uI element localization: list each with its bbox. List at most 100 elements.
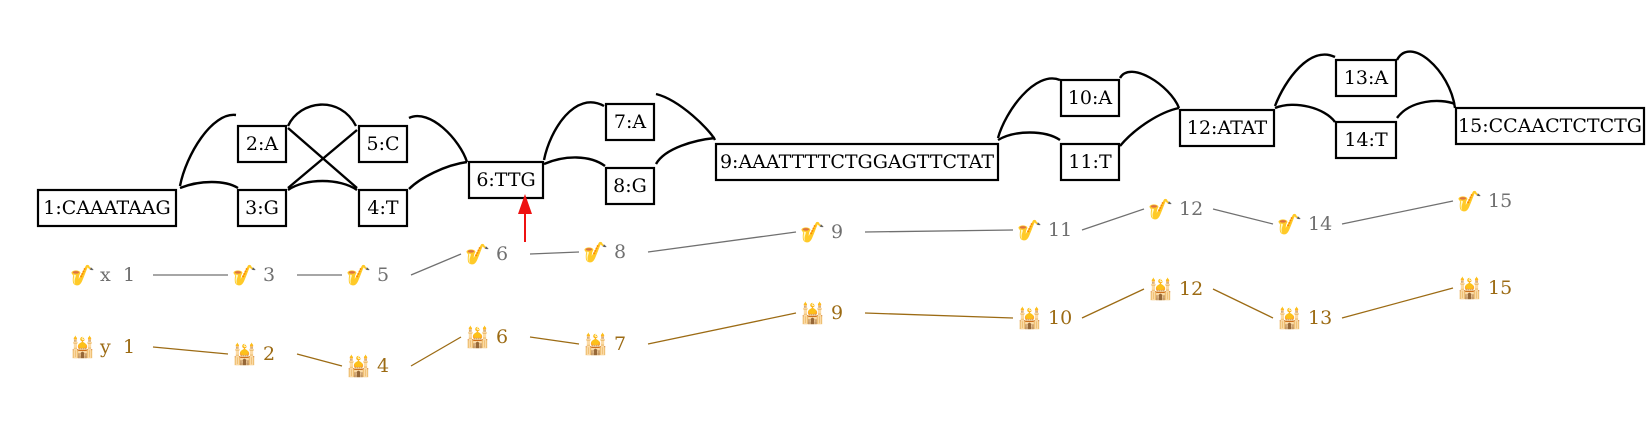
node-label: 6:TTG bbox=[476, 169, 535, 191]
edge-10-12 bbox=[1118, 70, 1181, 109]
edge-2-5 bbox=[286, 103, 358, 127]
node-11: 11:T bbox=[1059, 142, 1121, 182]
path-step-label: 12 bbox=[1179, 278, 1203, 300]
path-segment bbox=[152, 346, 229, 355]
edge-13-15 bbox=[1395, 50, 1457, 109]
mosque-icon: 🕌 bbox=[1457, 276, 1482, 300]
node-box bbox=[1059, 78, 1121, 118]
path-segment bbox=[529, 336, 580, 345]
path-step-label: 8 bbox=[614, 241, 626, 263]
path-segment bbox=[410, 336, 462, 367]
path-step-label: 1 bbox=[123, 264, 135, 286]
mosque-icon: 🕌 bbox=[1277, 306, 1302, 330]
edge-6-8 bbox=[543, 156, 606, 167]
node-4: 4:T bbox=[357, 188, 409, 228]
node-10: 10:A bbox=[1059, 78, 1121, 118]
path-step-label: 5 bbox=[377, 264, 389, 286]
path-segment bbox=[1212, 288, 1274, 319]
node-label: 5:C bbox=[366, 133, 399, 155]
mosque-icon: 🕌 bbox=[465, 325, 490, 349]
edge-4-6 bbox=[408, 160, 468, 190]
edge-7-9 bbox=[655, 92, 717, 141]
path-segment bbox=[864, 312, 1014, 319]
mosque-icon: 🕌 bbox=[583, 332, 608, 356]
node-box bbox=[36, 188, 178, 228]
node-label: 9:AAATTTTCTGGAGTTCTAT bbox=[720, 151, 994, 173]
node-6: 6:TTG bbox=[467, 160, 545, 200]
edge-12-14 bbox=[1274, 103, 1336, 123]
mosque-icon: 🕌 bbox=[70, 335, 95, 359]
path-step-label: 4 bbox=[377, 355, 389, 377]
mosque-icon: 🕌 bbox=[346, 354, 371, 378]
path-step-label: 2 bbox=[263, 343, 275, 365]
edge-11-12 bbox=[1119, 106, 1180, 147]
node-5: 5:C bbox=[357, 124, 409, 164]
path-step-label: 9 bbox=[831, 221, 843, 243]
path-step-label: 15 bbox=[1488, 277, 1512, 299]
node-box bbox=[236, 124, 288, 164]
path-segment bbox=[864, 229, 1014, 233]
path-segment bbox=[529, 251, 580, 255]
node-box bbox=[1334, 120, 1398, 160]
path-segment bbox=[1341, 287, 1454, 319]
path-name: y bbox=[99, 336, 111, 358]
node-label: 4:T bbox=[367, 197, 398, 219]
node-box bbox=[1178, 108, 1276, 148]
saxophone-icon: 🎷 bbox=[1457, 189, 1482, 213]
path-step-label: 14 bbox=[1308, 213, 1332, 235]
graph-nodes: 1:CAAATAAG 2:A 3:G 4:T 5:C 6:TTG 7:A 8:G 9:AAATT… bbox=[36, 58, 1646, 228]
path-segment bbox=[647, 231, 797, 253]
edge-3-4 bbox=[287, 179, 358, 192]
edge-6-7 bbox=[542, 101, 605, 161]
path-name: x bbox=[100, 264, 111, 286]
edge-8-9 bbox=[654, 136, 716, 165]
node-label: 10:A bbox=[1068, 87, 1113, 109]
mosque-icon: 🕌 bbox=[1148, 277, 1173, 301]
path-step-label: 9 bbox=[831, 302, 843, 324]
node-box bbox=[1059, 142, 1121, 182]
saxophone-icon: 🎷 bbox=[346, 263, 371, 287]
position-marker bbox=[518, 194, 532, 242]
path-step-label: 6 bbox=[496, 326, 508, 348]
path-segment bbox=[647, 312, 797, 345]
edge-5-6 bbox=[408, 115, 469, 163]
node-label: 3:G bbox=[245, 197, 279, 219]
edge-14-15 bbox=[1396, 99, 1456, 119]
saxophone-icon: 🎷 bbox=[465, 242, 490, 266]
edge-12-13 bbox=[1273, 53, 1336, 107]
node-label: 8:G bbox=[613, 175, 647, 197]
node-label: 1:CAAATAAG bbox=[43, 197, 170, 219]
path-step-label: 13 bbox=[1308, 307, 1332, 329]
saxophone-icon: 🎷 bbox=[800, 220, 825, 244]
node-15: 15:CCAACTCTCTG bbox=[1454, 106, 1646, 146]
node-14: 14:T bbox=[1334, 120, 1398, 160]
edge-9-10 bbox=[996, 77, 1061, 139]
node-label: 13:A bbox=[1344, 67, 1389, 89]
path-segment bbox=[1081, 208, 1145, 231]
node-7: 7:A bbox=[604, 102, 656, 142]
path-segment bbox=[296, 353, 343, 367]
edge-9-11 bbox=[997, 131, 1061, 142]
node-2: 2:A bbox=[236, 124, 288, 164]
saxophone-icon: 🎷 bbox=[583, 240, 608, 264]
node-9: 9:AAATTTTCTGGAGTTCTAT bbox=[714, 142, 1000, 182]
node-box bbox=[604, 102, 656, 142]
saxophone-icon: 🎷 bbox=[1148, 197, 1173, 221]
path-segment bbox=[1212, 208, 1274, 225]
node-label: 11:T bbox=[1068, 151, 1112, 173]
node-label: 15:CCAACTCTCTG bbox=[1458, 115, 1642, 137]
node-box bbox=[1334, 58, 1398, 98]
node-13: 13:A bbox=[1334, 58, 1398, 98]
mosque-icon: 🕌 bbox=[1017, 306, 1042, 330]
node-box bbox=[357, 124, 409, 164]
path-step-label: 12 bbox=[1179, 198, 1203, 220]
mosque-icon: 🕌 bbox=[800, 301, 825, 325]
saxophone-icon: 🎷 bbox=[232, 263, 257, 287]
path-step-label: 15 bbox=[1488, 190, 1512, 212]
path-segment bbox=[1341, 200, 1454, 225]
node-3: 3:G bbox=[236, 188, 288, 228]
node-8: 8:G bbox=[604, 166, 656, 206]
node-box bbox=[604, 166, 656, 206]
